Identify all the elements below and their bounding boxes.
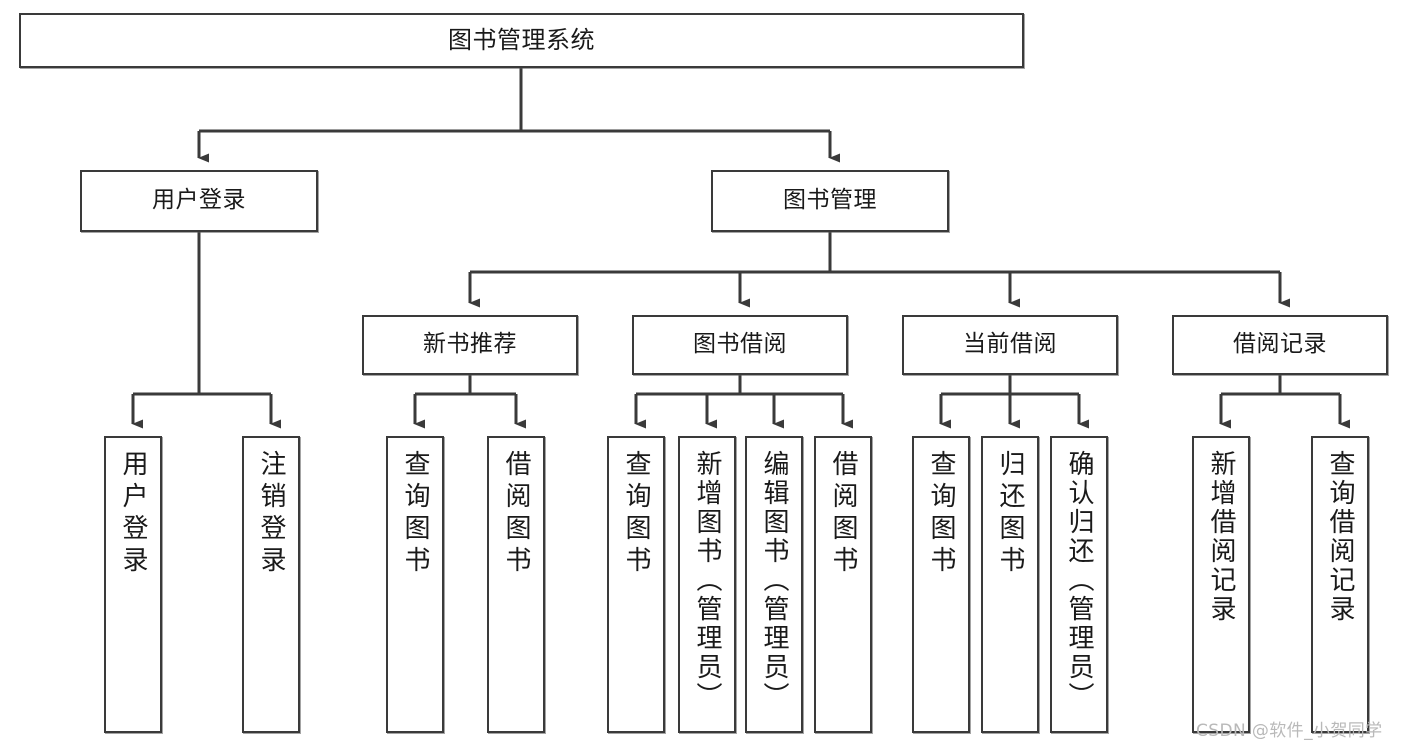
node-label: 注销登录 — [256, 450, 286, 578]
leaf-new-book-query-book[interactable]: 查询图书 — [386, 436, 444, 733]
node-book-management[interactable]: 图书管理 — [711, 170, 949, 232]
leaf-current-borrow-query-book[interactable]: 查询图书 — [912, 436, 970, 733]
node-label: 图书借阅 — [693, 331, 787, 358]
node-current-borrow[interactable]: 当前借阅 — [902, 315, 1118, 375]
node-label: 查询图书 — [400, 450, 430, 578]
leaf-book-borrow-borrow-book[interactable]: 借阅图书 — [814, 436, 872, 733]
node-label: 图书管理 — [783, 187, 877, 214]
node-label: 用户登录 — [152, 187, 246, 214]
leaf-current-borrow-return-book[interactable]: 归还图书 — [981, 436, 1039, 733]
leaf-borrow-record-add-record[interactable]: 新增借阅记录 — [1192, 436, 1250, 733]
node-label: 编辑图书（管理员） — [759, 450, 789, 711]
leaf-user-login-logout[interactable]: 注销登录 — [242, 436, 300, 733]
leaf-current-borrow-confirm-return-admin[interactable]: 确认归还（管理员） — [1050, 436, 1108, 733]
leaf-book-borrow-edit-book-admin[interactable]: 编辑图书（管理员） — [745, 436, 803, 733]
node-label: 新书推荐 — [423, 331, 517, 358]
leaf-new-book-borrow-book[interactable]: 借阅图书 — [487, 436, 545, 733]
node-root-system[interactable]: 图书管理系统 — [19, 13, 1024, 68]
node-label: 查询借阅记录 — [1325, 450, 1355, 624]
node-label: 归还图书 — [995, 450, 1025, 578]
node-borrow-record[interactable]: 借阅记录 — [1172, 315, 1388, 375]
node-label: 借阅图书 — [828, 450, 858, 578]
leaf-book-borrow-add-book-admin[interactable]: 新增图书（管理员） — [678, 436, 736, 733]
node-label: 借阅记录 — [1233, 331, 1327, 358]
csdn-watermark: CSDN @软件_小贺同学 — [1196, 721, 1383, 741]
leaf-user-login-login[interactable]: 用户登录 — [104, 436, 162, 733]
node-label: 当前借阅 — [963, 331, 1057, 358]
node-book-borrow[interactable]: 图书借阅 — [632, 315, 848, 375]
node-label: 确认归还（管理员） — [1064, 450, 1094, 711]
node-user-login[interactable]: 用户登录 — [80, 170, 318, 232]
node-label: 用户登录 — [118, 450, 148, 578]
leaf-book-borrow-query-book[interactable]: 查询图书 — [607, 436, 665, 733]
node-label: 新增借阅记录 — [1206, 450, 1236, 624]
node-label: 查询图书 — [926, 450, 956, 578]
node-label: 查询图书 — [621, 450, 651, 578]
node-new-book-recommend[interactable]: 新书推荐 — [362, 315, 578, 375]
node-label: 借阅图书 — [501, 450, 531, 578]
node-label: 图书管理系统 — [448, 26, 595, 55]
leaf-borrow-record-query-record[interactable]: 查询借阅记录 — [1311, 436, 1369, 733]
node-label: 新增图书（管理员） — [692, 450, 722, 711]
